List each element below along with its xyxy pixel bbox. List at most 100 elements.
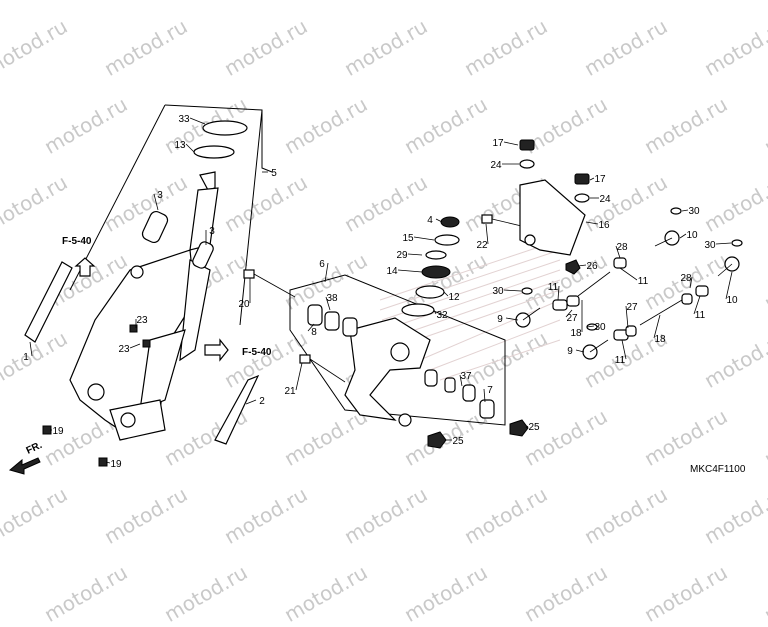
callout-label: 12 xyxy=(448,292,460,303)
callout-label: 3 xyxy=(157,190,163,201)
callout-38: 38 xyxy=(325,293,338,311)
leader-line xyxy=(693,295,701,315)
callout-23: 23 xyxy=(135,315,148,328)
group-box-right xyxy=(239,109,263,326)
callout-10: 10 xyxy=(679,230,698,241)
leader-line xyxy=(619,267,638,281)
reference-label-right: F-5-40 xyxy=(242,347,272,358)
callout-9: 9 xyxy=(497,314,519,325)
cap-17-a xyxy=(519,139,535,151)
group-box-pivot xyxy=(289,274,506,426)
callout-2: 2 xyxy=(245,396,265,407)
callout-11: 11 xyxy=(619,267,649,287)
callout-label: 23 xyxy=(118,344,130,355)
callout-10: 10 xyxy=(725,271,738,306)
callout-label: 29 xyxy=(396,250,408,261)
leader-line xyxy=(485,223,489,245)
washer-stack xyxy=(401,216,460,317)
callout-label: 9 xyxy=(567,346,573,357)
leader-line xyxy=(679,233,687,239)
bracket-hole xyxy=(524,234,536,246)
leader-line xyxy=(565,309,573,318)
callout-label: 27 xyxy=(566,313,578,324)
callout-14: 14 xyxy=(386,266,423,277)
callout-label: 5 xyxy=(271,168,277,179)
leader-line xyxy=(557,285,560,301)
reference-arrow-top: F-5-40 xyxy=(62,236,96,277)
callout-label: 10 xyxy=(686,230,698,241)
leader-line xyxy=(725,271,733,300)
leader-line xyxy=(505,317,519,321)
leader-line xyxy=(324,262,329,283)
callout-label: 32 xyxy=(436,310,448,321)
callout-28: 28 xyxy=(615,242,628,259)
callout-label: 24 xyxy=(599,194,611,205)
leader-line xyxy=(625,305,629,329)
callout-label: 30 xyxy=(688,206,700,217)
callout-21: 21 xyxy=(284,362,303,397)
front-marker-label: FR. xyxy=(25,440,44,457)
callout-label: 2 xyxy=(259,396,265,407)
callout-label: 30 xyxy=(492,286,504,297)
leader-line xyxy=(503,141,519,146)
washer-24-a xyxy=(519,159,535,169)
callout-label: 11 xyxy=(638,276,649,287)
leader-line xyxy=(153,193,159,211)
callout-7: 7 xyxy=(483,385,493,403)
callout-25: 25 xyxy=(446,436,464,447)
callout-11: 11 xyxy=(615,339,627,366)
bolt-20 xyxy=(243,269,296,298)
bushings xyxy=(307,304,495,419)
leader-line xyxy=(29,341,33,357)
callout-24: 24 xyxy=(590,194,611,205)
reference-label-top: F-5-40 xyxy=(62,236,92,247)
leader-line xyxy=(413,236,435,241)
callout-label: 1 xyxy=(23,352,29,363)
leader-line xyxy=(459,374,463,387)
callout-label: 17 xyxy=(594,174,606,185)
leader-line xyxy=(307,323,315,332)
pivot-arm xyxy=(344,317,431,427)
callout-label: 24 xyxy=(490,160,502,171)
leader-line xyxy=(129,343,141,349)
side-cover-left xyxy=(24,261,73,343)
callout-label: 13 xyxy=(174,140,186,151)
callout-label: 11 xyxy=(695,310,706,321)
callout-37: 37 xyxy=(459,371,472,387)
leader-line xyxy=(245,399,257,405)
callout-label: 14 xyxy=(386,266,398,277)
leader-line xyxy=(589,177,595,181)
callout-label: 25 xyxy=(452,436,464,447)
nut-25-b xyxy=(509,419,529,437)
side-cover-right xyxy=(214,374,260,445)
callout-label: 22 xyxy=(476,240,488,251)
callout-label: 19 xyxy=(52,426,64,437)
callout-label: 11 xyxy=(615,355,626,366)
leader-line xyxy=(621,339,627,360)
callout-23: 23 xyxy=(118,343,141,355)
callout-25: 25 xyxy=(525,422,540,433)
diagram-code: MKC4F1100 xyxy=(690,464,746,475)
frame-body xyxy=(69,171,219,441)
callout-4: 4 xyxy=(427,215,443,226)
callout-28: 28 xyxy=(680,273,693,289)
callout-18: 18 xyxy=(653,314,666,345)
rod-18-b xyxy=(639,299,683,326)
callout-label: 10 xyxy=(726,295,738,306)
callout-label: 16 xyxy=(598,220,610,231)
callout-label: 19 xyxy=(110,459,122,470)
callout-27: 27 xyxy=(565,309,578,324)
washers-30 xyxy=(521,207,743,331)
callout-label: 27 xyxy=(626,302,638,313)
callout-19: 19 xyxy=(105,459,122,470)
leader-line xyxy=(586,325,595,328)
leader-line xyxy=(577,264,587,267)
callout-6: 6 xyxy=(319,259,329,283)
callout-label: 28 xyxy=(616,242,628,253)
leader-line xyxy=(525,425,529,429)
callout-3: 3 xyxy=(205,226,215,245)
callout-33: 33 xyxy=(178,114,206,125)
callout-29: 29 xyxy=(396,250,423,261)
callout-26: 26 xyxy=(577,261,598,272)
callout-label: 20 xyxy=(238,299,250,310)
